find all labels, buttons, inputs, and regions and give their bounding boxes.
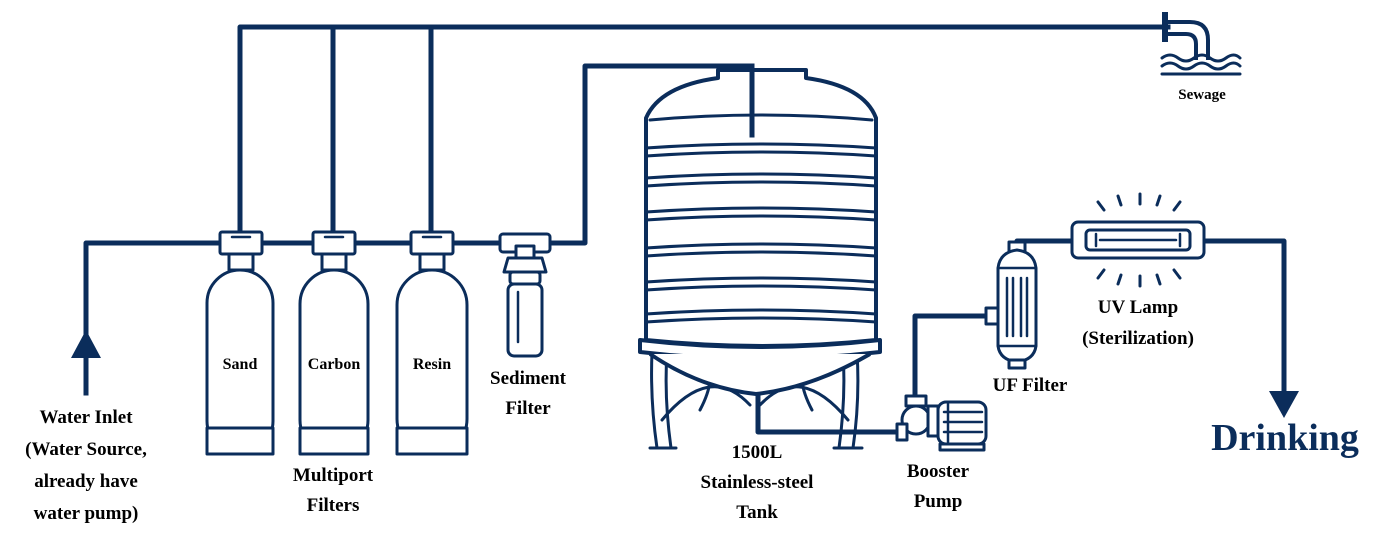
uf-filter (984, 240, 1038, 370)
sediment-label-2: Filter (505, 398, 551, 419)
water-inlet-label-3: already have (34, 471, 138, 492)
sewage-label: Sewage (1178, 87, 1226, 103)
pump-to-uf-pipe (912, 313, 993, 401)
water-inlet-label-4: water pump) (34, 503, 139, 524)
uv-lamp-label-1: UV Lamp (1098, 297, 1178, 318)
carbon-filter-vessel (298, 230, 370, 456)
faucet-water-icon (1160, 12, 1242, 76)
resin-label: Resin (413, 356, 451, 373)
tank-label-3: Tank (736, 502, 778, 523)
tank-label-1: 1500L (732, 442, 783, 463)
multiport-label-2: Filters (307, 495, 360, 516)
uf-filter-label: UF Filter (993, 375, 1068, 396)
light-rays-icon (1096, 192, 1182, 288)
sewage-pipe (237, 24, 1171, 235)
sediment-filter (498, 232, 552, 358)
stainless-steel-tank (638, 68, 882, 450)
tank-to-pump-pipe (755, 393, 903, 435)
sand-filter-vessel (205, 230, 275, 456)
multiport-label-1: Multiport (293, 465, 374, 486)
uv-lamp-label-2: (Sterilization) (1082, 328, 1194, 349)
outlet-pipe (1201, 238, 1287, 396)
arrow-up-icon (71, 330, 101, 358)
booster-label-1: Booster (907, 461, 970, 482)
water-inlet-label-1: Water Inlet (39, 407, 133, 428)
arrow-down-icon (1269, 391, 1299, 418)
booster-label-2: Pump (914, 491, 963, 512)
resin-filter-vessel (395, 230, 469, 456)
tank-label-2: Stainless-steel (701, 472, 814, 493)
carbon-label: Carbon (308, 356, 361, 373)
water-inlet-label-2: (Water Source, (25, 439, 147, 460)
sediment-label-1: Sediment (490, 368, 567, 389)
booster-pump (895, 394, 988, 452)
inlet-pipe (83, 240, 223, 396)
labels: Sand Carbon Resin Water Inlet (Water Sou… (25, 87, 1359, 524)
drinking-label: Drinking (1211, 417, 1359, 459)
sand-label: Sand (223, 356, 258, 373)
uv-lamp (1070, 220, 1206, 260)
